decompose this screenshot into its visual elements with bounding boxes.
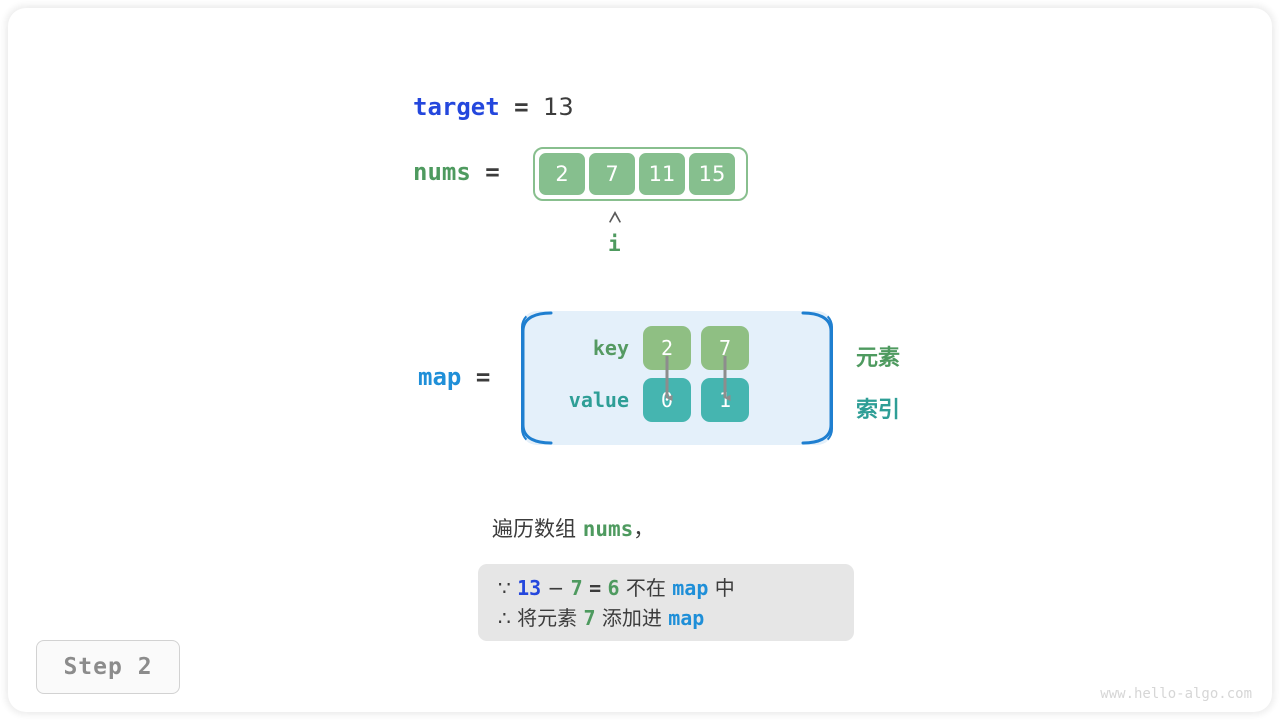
map-value-label: value: [568, 388, 629, 412]
note2-number: 7: [583, 606, 596, 630]
map-key-cell-1: 7: [701, 326, 749, 370]
caption-text: 遍历数组 nums，: [492, 513, 654, 543]
caption-prefix: 遍历数组: [492, 517, 576, 541]
nums-cell-2: 11: [638, 152, 686, 196]
note1-tail-text: 中: [714, 576, 735, 600]
note1-result: 6: [607, 576, 620, 600]
target-value: 13: [543, 93, 574, 121]
nums-variable-name: nums: [413, 158, 471, 186]
note-line-1: ∵ 13 − 7 = 6 不在 map 中: [498, 573, 834, 603]
target-variable-name: target: [413, 93, 500, 121]
map-row-label: map =: [418, 363, 490, 391]
because-symbol: ∵: [498, 576, 511, 600]
nums-cell-1: 7: [588, 152, 636, 196]
pointer-label-i: i: [608, 232, 621, 256]
note1-code-map: map: [672, 576, 709, 600]
caption-suffix: ，: [633, 517, 655, 541]
map-key-cell-0: 2: [643, 326, 691, 370]
map-value-cell-1: 1: [701, 378, 749, 422]
map-variable-name: map: [418, 363, 462, 391]
note1-operand-a: 13: [517, 576, 542, 600]
pointer-caret-up-icon: [609, 211, 621, 223]
target-equals-sign: =: [514, 93, 529, 121]
note-line-2: ∴ 将元素 7 添加进 map: [498, 603, 834, 633]
watermark: www.hello-algo.com: [1100, 686, 1252, 702]
nums-cell-0: 2: [538, 152, 586, 196]
note1-operand-b: 7: [570, 576, 583, 600]
nums-row-label: nums =: [413, 158, 500, 186]
step-badge-label: Step 2: [63, 654, 153, 680]
caption-code-nums: nums: [582, 517, 634, 541]
reasoning-note-box: ∵ 13 − 7 = 6 不在 map 中 ∴ 将元素 7 添加进 map: [478, 564, 854, 641]
map-value-cell-0: 0: [643, 378, 691, 422]
note1-mid-text: 不在: [625, 576, 666, 600]
note1-equals: =: [589, 576, 602, 600]
annotation-index: 索引: [856, 398, 901, 423]
note2-lead-text: 将元素: [517, 606, 578, 630]
annotation-element: 元素: [856, 346, 901, 371]
target-row: target = 13: [413, 93, 574, 121]
map-equals-sign: =: [475, 363, 491, 391]
nums-equals-sign: =: [485, 158, 500, 186]
therefore-symbol: ∴: [498, 606, 511, 630]
step-badge: Step 2: [36, 640, 180, 694]
note2-mid-text: 添加进: [601, 606, 662, 630]
map-key-label: key: [592, 336, 629, 360]
note2-code-map: map: [668, 606, 705, 630]
nums-cell-3: 15: [688, 152, 736, 196]
note1-minus: −: [547, 576, 565, 600]
